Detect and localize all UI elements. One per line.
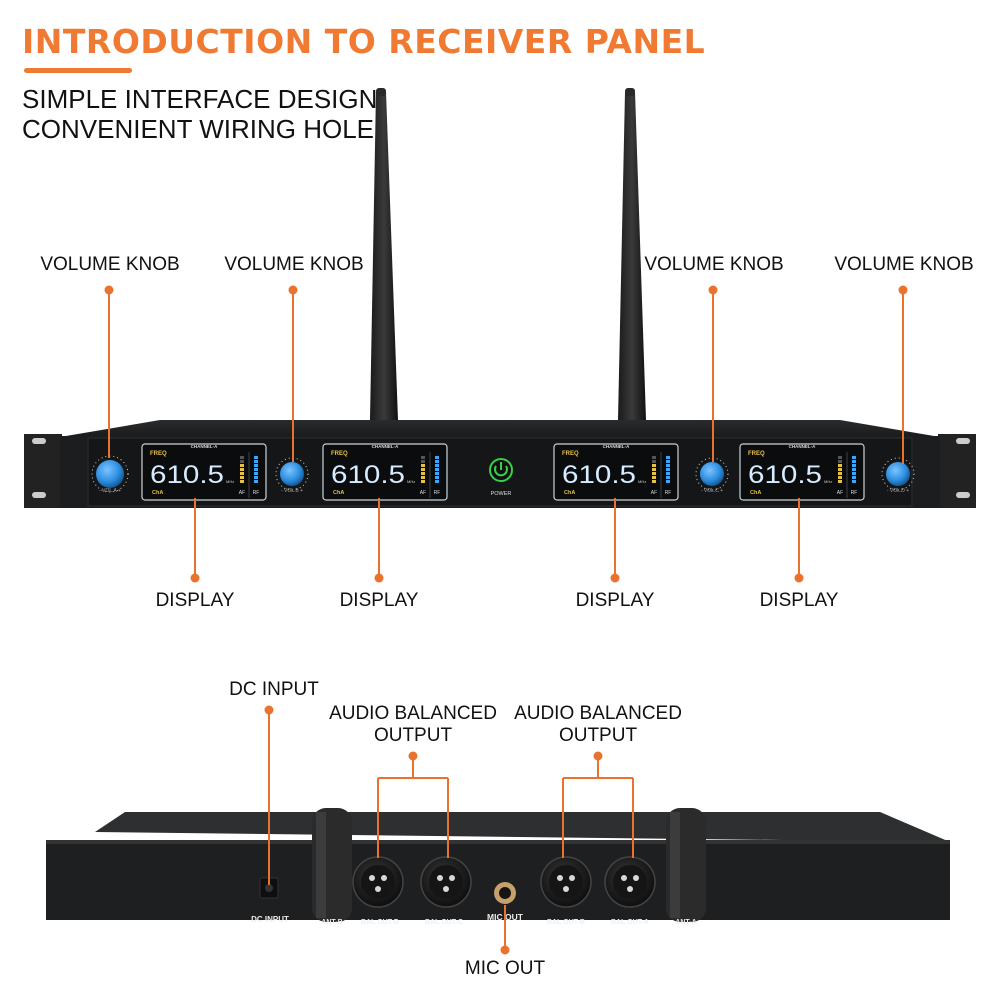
callout-audio-balanced-1-line2: OUTPUT: [373, 725, 453, 746]
rear-dc-input-label: DC INPUT: [251, 915, 289, 924]
lcd-rf-label: RF: [665, 490, 672, 496]
rear-ant-a-label: ANT-A: [675, 919, 696, 926]
antenna-base-a: [666, 808, 706, 922]
callout-mic-out: MIC OUT: [464, 958, 546, 979]
callout-audio-balanced-2-line1: AUDIO BALANCED: [514, 703, 682, 724]
lcd-channel-label: CHANNEL-A: [372, 444, 399, 449]
rear-bal-out-a-label: BAL OUT-A: [611, 919, 649, 926]
xlr-bal-out-d[interactable]: [352, 856, 404, 908]
page-title: INTRODUCTION TO RECEIVER PANEL: [22, 22, 706, 61]
lcd-af-label: AF: [420, 490, 426, 496]
callout-volume-knob-d: VOLUME KNOB: [834, 254, 974, 275]
lcd-freq-label: FREQ: [748, 451, 765, 457]
lcd-freq-label: FREQ: [150, 451, 167, 457]
lcd-rf-label: RF: [253, 490, 260, 496]
title-underline: [24, 68, 132, 73]
lcd-rf-label: RF: [851, 490, 858, 496]
lcd-channel-short: ChA: [333, 490, 344, 496]
rear-bal-out-d-label: BAL OUT-D: [361, 919, 399, 926]
lcd-unit: MHz: [226, 479, 234, 484]
rear-ant-b-label: ANT-B: [321, 919, 342, 926]
lcd-unit: MHz: [638, 479, 646, 484]
lcd-frequency: 610.5: [150, 461, 224, 489]
lcd-frequency: 610.5: [748, 461, 822, 489]
lcd-channel-label: CHANNEL-A: [191, 444, 218, 449]
callout-audio-balanced-1-line1: AUDIO BALANCED: [329, 703, 497, 724]
vol-c-label: - VOL.C +: [701, 488, 723, 494]
xlr-bal-out-a[interactable]: [604, 856, 656, 908]
lcd-frequency: 610.5: [562, 461, 636, 489]
rear-chassis-top: [95, 812, 950, 842]
lcd-freq-label: FREQ: [331, 451, 348, 457]
lcd-frequency: 610.5: [331, 461, 405, 489]
lcd-channel-short: ChA: [564, 490, 575, 496]
lcd-af-label: AF: [837, 490, 843, 496]
power-label: POWER: [491, 491, 512, 497]
callout-display-3: DISPLAY: [575, 590, 655, 611]
rear-bal-out-b-label: BAL OUT-B: [547, 919, 585, 926]
lcd-freq-label: FREQ: [562, 451, 579, 457]
antenna-right: [618, 88, 646, 420]
mic-out-jack[interactable]: [494, 882, 516, 904]
callout-leaders: [104, 285, 908, 955]
callout-display-2: DISPLAY: [339, 590, 419, 611]
volume-knob-d[interactable]: - VOL.D +: [881, 457, 915, 494]
lcd-af-label: AF: [651, 490, 657, 496]
rear-panel: [46, 840, 950, 920]
callout-audio-balanced-2-line2: OUTPUT: [558, 725, 638, 746]
volume-knob-c[interactable]: - VOL.C +: [695, 457, 729, 494]
xlr-bal-out-c[interactable]: [420, 856, 472, 908]
antenna-base-b: [312, 808, 352, 922]
callout-volume-knob-a: VOLUME KNOB: [40, 254, 180, 275]
rear-bal-out-c-label: BAL OUT-C: [425, 919, 463, 926]
vol-a-label: - VOL.A +: [99, 488, 121, 494]
subtitle-line-1: SIMPLE INTERFACE DESIGN,: [22, 84, 385, 114]
lcd-af-label: AF: [239, 490, 245, 496]
lcd-unit: MHz: [407, 479, 415, 484]
xlr-bal-out-b[interactable]: [540, 856, 592, 908]
callout-volume-knob-b: VOLUME KNOB: [224, 254, 364, 275]
vol-d-label: - VOL.D +: [887, 488, 909, 494]
chassis-top: [60, 420, 940, 437]
callout-display-1: DISPLAY: [155, 590, 235, 611]
lcd-unit: MHz: [824, 479, 832, 484]
lcd-channel-short: ChA: [750, 490, 761, 496]
callout-display-4: DISPLAY: [759, 590, 839, 611]
volume-knob-b[interactable]: - VOL.B +: [275, 457, 309, 494]
vol-b-label: - VOL.B +: [281, 488, 303, 494]
lcd-channel-label: CHANNEL-A: [789, 444, 816, 449]
subtitle-line-2: CONVENIENT WIRING HOLE: [22, 114, 375, 144]
power-button[interactable]: POWER: [489, 458, 513, 497]
lcd-rf-label: RF: [434, 490, 441, 496]
antenna-left: [370, 88, 398, 420]
callout-volume-knob-c: VOLUME KNOB: [644, 254, 784, 275]
lcd-channel-label: CHANNEL-A: [603, 444, 630, 449]
callout-dc-input: DC INPUT: [229, 679, 319, 700]
lcd-channel-short: ChA: [152, 490, 163, 496]
